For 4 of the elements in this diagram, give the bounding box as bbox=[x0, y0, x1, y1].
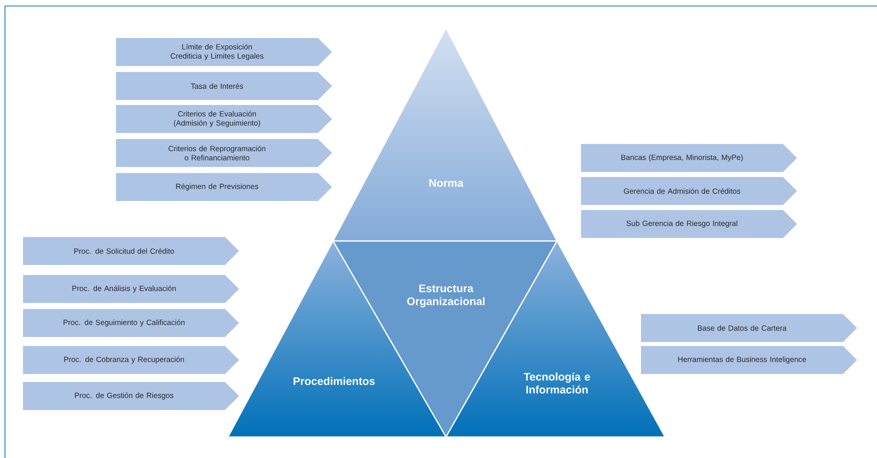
triangle-label: Procedimientos bbox=[294, 376, 375, 386]
triangle-label: Norma bbox=[429, 179, 464, 187]
triangle-label: Estructura Organizacional bbox=[407, 284, 484, 308]
triangle-label: Tecnología e Información bbox=[524, 372, 590, 394]
